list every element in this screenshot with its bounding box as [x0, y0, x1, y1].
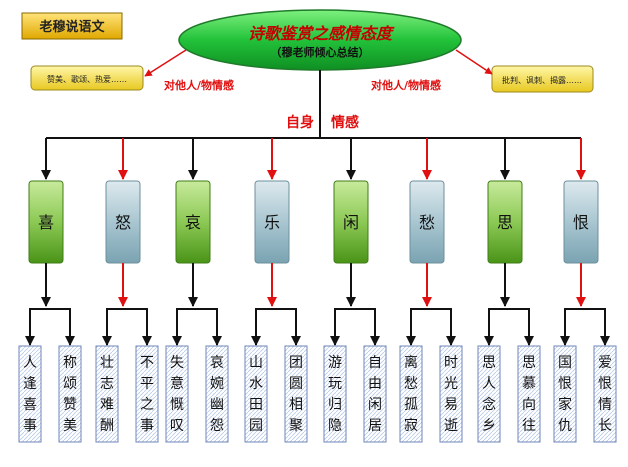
item-text: 壮志难酬 — [100, 355, 114, 434]
emotion-label-text: 哀 — [185, 213, 201, 232]
arrow-to-left-note — [144, 49, 187, 77]
item-box — [477, 345, 501, 443]
item-box — [553, 345, 577, 443]
right-relation-label: 对他人/物情感 — [371, 78, 441, 92]
fork-line — [564, 308, 606, 340]
item-text: 失意慨叹 — [170, 355, 184, 434]
item-text: 思人念乡 — [482, 355, 496, 434]
emotion-label-text: 喜 — [38, 213, 54, 232]
fork-line — [488, 308, 530, 340]
item-box — [95, 345, 119, 443]
item-box — [58, 345, 82, 443]
emotion-label-text: 乐 — [264, 213, 280, 232]
fork-line — [29, 308, 71, 340]
emotion-label-text: 怒 — [115, 213, 131, 232]
title-main: 诗歌鉴赏之感情态度 — [248, 24, 395, 43]
emotion-label: 情感 — [331, 114, 359, 131]
item-box — [593, 345, 617, 443]
author-badge-label: 老穆说语文 — [38, 19, 105, 35]
item-box — [363, 345, 387, 443]
item-box — [244, 345, 268, 443]
item-text: 离愁孤寂 — [404, 354, 418, 434]
right-note-text: 批判、讽刺、揭露…… — [502, 75, 582, 85]
title-ellipse: 诗歌鉴赏之感情态度 （穆老师倾心总结） — [178, 9, 462, 71]
item-box — [18, 345, 42, 443]
item-text: 人逢喜事 — [23, 355, 37, 434]
item-box — [284, 345, 308, 443]
item-box — [165, 345, 189, 443]
fork-line — [106, 308, 148, 340]
item-text: 团圆相聚 — [289, 355, 303, 434]
item-box — [439, 345, 463, 443]
item-text: 称颂赞美 — [63, 355, 77, 434]
emotion-label-text: 思 — [497, 213, 513, 232]
item-box — [135, 345, 159, 443]
item-box — [323, 345, 347, 443]
item-text: 思慕向往 — [522, 355, 536, 434]
fork-line — [410, 308, 452, 340]
item-text: 哀婉幽怨 — [210, 355, 224, 434]
item-text: 时光易逝 — [444, 355, 458, 434]
item-text: 游玩归隐 — [328, 355, 342, 434]
author-badge: 老穆说语文 — [21, 12, 123, 40]
title-subtitle: （穆老师倾心总结） — [271, 45, 370, 59]
fork-line — [334, 308, 376, 340]
left-relation-label: 对他人/物情感 — [164, 78, 234, 92]
fork-line — [176, 308, 218, 340]
arrow-to-right-note — [455, 49, 493, 75]
item-text: 不平之事 — [140, 355, 154, 434]
emotion-label-text: 愁 — [419, 213, 435, 232]
self-label: 自身 — [286, 114, 314, 131]
item-box — [205, 345, 229, 443]
item-text: 自由闲居 — [368, 355, 382, 434]
item-box — [399, 345, 423, 443]
item-box — [517, 345, 541, 443]
item-text: 国恨家仇 — [558, 355, 572, 434]
emotion-label-text: 闲 — [343, 213, 359, 232]
fork-line — [255, 308, 297, 340]
right-note: 批判、讽刺、揭露…… — [491, 65, 594, 93]
emotion-label-text: 恨 — [573, 213, 589, 232]
item-text: 爱恨情长 — [598, 355, 612, 434]
left-note-text: 赞美、歌颂、热爱…… — [47, 74, 127, 84]
item-text: 山水田园 — [249, 355, 263, 434]
left-note: 赞美、歌颂、热爱…… — [30, 65, 144, 91]
